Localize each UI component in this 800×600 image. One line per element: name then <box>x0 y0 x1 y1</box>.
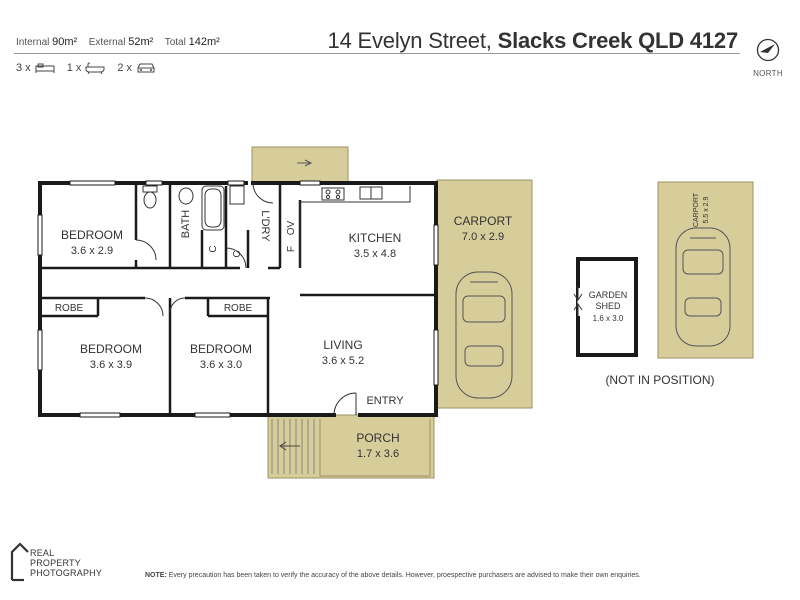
property-address: 14 Evelyn Street, Slacks Creek QLD 4127 <box>327 28 739 54</box>
rpp-logo-icon <box>10 542 29 582</box>
oven-label: OV <box>286 220 297 235</box>
car-icon <box>137 63 155 73</box>
logo-line3: PHOTOGRAPHY <box>30 568 103 578</box>
internal-label: Internal <box>16 37 50 48</box>
bathroom-count: 1 x <box>67 62 106 74</box>
header-divider <box>14 53 740 54</box>
cupboard1-label: C <box>208 245 219 252</box>
cooktop <box>321 187 345 201</box>
kitchen-name: KITCHEN <box>349 231 402 245</box>
car-count: 2 x <box>117 62 156 74</box>
detached-carport-dims: 5.5 x 2.9 <box>703 196 710 223</box>
kitchen-dims: 3.5 x 4.8 <box>354 248 396 260</box>
porch-step-arrow <box>279 441 300 451</box>
bath-label: BATH <box>180 210 192 239</box>
laundry-tub <box>229 185 245 205</box>
carport-area <box>436 179 533 409</box>
bathroom-count-text: 1 x <box>66 62 82 74</box>
bath-fixtures <box>142 185 245 231</box>
porch-dims: 1.7 x 3.6 <box>357 448 399 460</box>
living-name: LIVING <box>323 338 362 352</box>
fridge-label: F <box>286 246 297 252</box>
bath-icon <box>85 62 105 74</box>
car-count-text: 2 x <box>117 62 133 74</box>
not-in-position-label: (NOT IN POSITION) <box>605 373 714 387</box>
bedroom-count: 3 x <box>16 62 55 74</box>
logo-line1: REAL <box>30 548 55 558</box>
bedroom1-name: BEDROOM <box>61 228 123 242</box>
entry-label: ENTRY <box>366 395 404 407</box>
carport-dims: 7.0 x 2.9 <box>462 231 504 243</box>
room-labels: BEDROOM 3.6 x 2.9 BATH L'DRY C C OV F KI… <box>55 192 715 460</box>
porch-railing <box>319 419 431 477</box>
detached-carport-area <box>657 181 754 359</box>
robe2-label: ROBE <box>224 303 253 314</box>
bedroom-count-text: 3 x <box>16 62 31 74</box>
bedroom2-door <box>144 297 164 317</box>
bedroom1-dims: 3.6 x 2.9 <box>71 245 113 257</box>
kitchen-bench <box>299 186 411 268</box>
external-label: External <box>88 37 126 48</box>
bed-icon <box>35 63 55 73</box>
garden-shed <box>573 257 638 357</box>
bedroom2-dims: 3.6 x 3.9 <box>90 359 132 371</box>
porch-name: PORCH <box>356 431 399 445</box>
feature-counts: 3 x 1 x 2 x <box>16 62 164 74</box>
bedroom3-name: BEDROOM <box>190 342 252 356</box>
street-address: 14 Evelyn Street, <box>327 28 492 53</box>
rpp-logo-text: REAL PROPERTY PHOTOGRAPHY <box>30 548 102 578</box>
bedroom3-dims: 3.6 x 3.0 <box>200 359 242 371</box>
bedroom3-door <box>169 297 186 314</box>
note-label: NOTE: <box>145 572 167 579</box>
carport-car <box>455 271 513 399</box>
outdoor-areas <box>251 146 754 479</box>
windows <box>37 180 439 418</box>
internal-walls <box>40 183 436 415</box>
disclaimer-note: NOTE: Every precaution has been taken to… <box>145 572 641 579</box>
note-text: Every precaution has been taken to verif… <box>168 572 641 579</box>
internal-value: 90m² <box>52 36 78 48</box>
cupboard2-label: C <box>232 250 243 257</box>
garden-shed-line2: SHED <box>595 301 621 311</box>
north-label: NORTH <box>753 69 783 78</box>
suburb-address: Slacks Creek QLD 4127 <box>497 28 739 53</box>
door-swings <box>135 182 357 416</box>
garden-shed-line1: GARDEN <box>589 290 628 300</box>
rear-deck <box>251 146 349 184</box>
basin <box>178 187 194 205</box>
detached-carport-car <box>675 227 731 347</box>
total-value: 142m² <box>188 36 220 48</box>
area-summary: Internal 90m² External 52m² Total 142m² <box>16 36 220 48</box>
logo-line2: PROPERTY <box>30 558 81 568</box>
entry-door <box>333 392 357 416</box>
north-compass-icon <box>756 38 780 62</box>
living-dims: 3.6 x 5.2 <box>322 355 364 367</box>
toilet-bowl <box>143 191 157 209</box>
external-value: 52m² <box>128 36 154 48</box>
north-indicator: NORTH <box>752 38 784 78</box>
toilet-cistern <box>142 185 158 193</box>
laundry-label: L'DRY <box>259 210 271 242</box>
bedroom2-name: BEDROOM <box>80 342 142 356</box>
header: Internal 90m² External 52m² Total 142m² … <box>0 0 800 80</box>
robe1-label: ROBE <box>55 303 84 314</box>
garden-shed-dims: 1.6 x 3.0 <box>593 314 624 323</box>
bathtub <box>201 185 225 231</box>
detached-carport-name: CARPORT <box>693 192 700 227</box>
carport-name: CARPORT <box>454 214 513 228</box>
total-label: Total <box>164 37 186 48</box>
